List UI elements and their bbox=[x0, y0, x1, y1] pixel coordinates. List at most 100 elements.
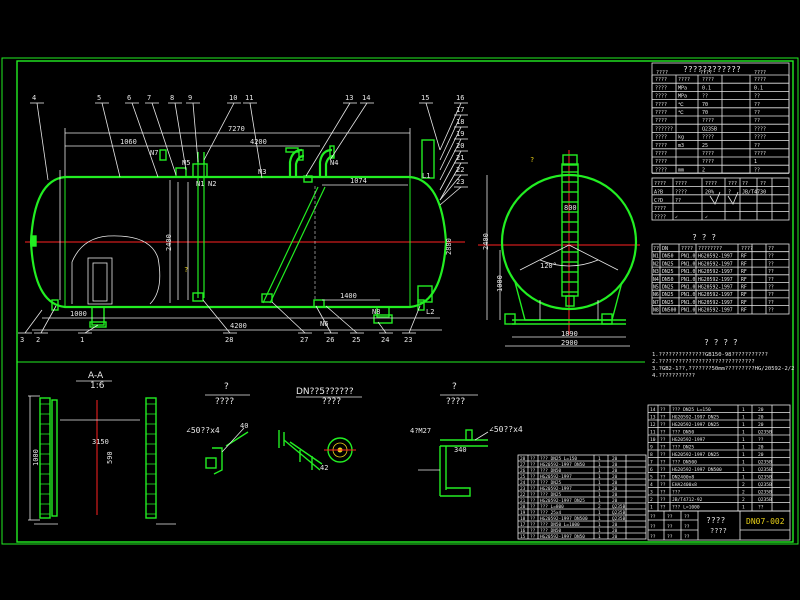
dim-end-width: 1890 bbox=[561, 330, 578, 338]
inner-hidden-lining bbox=[71, 235, 161, 305]
nozzle-header-cell: ???? bbox=[681, 246, 693, 252]
leader-top-line bbox=[439, 162, 462, 201]
detail-3-tag: 4?M27 bbox=[410, 427, 431, 435]
parts-right-cell: ?? bbox=[660, 482, 666, 488]
internal-ladder-rail-a bbox=[262, 186, 319, 304]
parts-bottom-cell: ??? DN25 bbox=[540, 492, 562, 498]
nozzle-cell: N1 bbox=[653, 254, 659, 260]
dim-shell-height: 2400 bbox=[165, 234, 173, 251]
nozzle-cell: N8 bbox=[653, 308, 659, 314]
end-view-shell bbox=[500, 173, 638, 311]
parts-bottom-cell: 16 bbox=[520, 528, 526, 534]
parts-bottom-cell: 20 bbox=[612, 462, 618, 468]
parts-bottom-cell: ?? bbox=[530, 522, 536, 528]
leader-top-line bbox=[439, 186, 462, 206]
parts-bottom-cell: ??? L=800 bbox=[540, 504, 564, 510]
title-block-cell: ?? bbox=[684, 534, 690, 540]
detail-1-view: ? ???? ∠50??x4 40 bbox=[186, 382, 250, 475]
parts-bottom-cell: ??? 25x4 bbox=[540, 510, 562, 516]
parts-right-cell: Q235B bbox=[758, 475, 772, 481]
dim-sec-w: 590 bbox=[106, 451, 114, 464]
inspection-cell: 20% bbox=[705, 189, 714, 195]
title-block-cell: ?? bbox=[650, 534, 656, 540]
parts-bottom-cell: 17 bbox=[520, 522, 526, 528]
parts-right-cell: 1 bbox=[742, 415, 745, 421]
design-cell: 0.1 bbox=[702, 85, 711, 91]
leader-top-10: 10 bbox=[229, 94, 237, 102]
parts-right-cell: ?? bbox=[660, 430, 666, 436]
parts-right-cell: 1 bbox=[742, 460, 745, 466]
nozzle-cell: PN1.0 bbox=[681, 292, 696, 298]
design-cell: ???? bbox=[655, 102, 667, 108]
parts-bottom-cell: HG20592-1997 DN50 bbox=[540, 462, 585, 468]
nozzle-cell: ?? bbox=[768, 269, 774, 275]
nozzle-cell: RF bbox=[741, 308, 747, 314]
parts-bottom-cell: 1 bbox=[598, 456, 601, 462]
parts-right-cell: HG20592-1997 DN25 bbox=[672, 415, 719, 421]
leader-top-line bbox=[36, 102, 49, 181]
leader-top-line bbox=[101, 102, 121, 178]
title-block-cell: ?? bbox=[650, 514, 656, 520]
parts-right-cell: ?? bbox=[660, 452, 666, 458]
nozzle-header-cell: ?? bbox=[768, 246, 774, 252]
leader-bottom-line bbox=[24, 309, 43, 334]
nozzle-cell: PN1.0 bbox=[681, 308, 696, 314]
top-nozzles bbox=[159, 145, 335, 183]
parts-bottom-cell: 20 bbox=[612, 528, 618, 534]
leader-top-13: 13 bbox=[345, 94, 353, 102]
inspection-cell: ???? bbox=[654, 206, 666, 212]
design-cell: ???? bbox=[655, 167, 667, 173]
design-cell: ?????? bbox=[655, 126, 673, 132]
parts-bottom-cell: 1 bbox=[598, 486, 601, 492]
parts-right-cell: 7 bbox=[650, 460, 653, 466]
parts-bottom-cell: HG20592-1997 DN50 bbox=[540, 534, 585, 540]
note-4: 4.??????????? bbox=[652, 373, 695, 379]
parts-bottom-cell: ?? bbox=[530, 456, 536, 462]
nozzle-cell: DN50 bbox=[662, 277, 674, 283]
nozzle-cell: HG20592-1997 bbox=[698, 308, 733, 314]
nozzle-header-cell: ???????? bbox=[698, 246, 722, 252]
parts-bottom-cell: ?? bbox=[530, 498, 536, 504]
mark-n8: N8 bbox=[372, 308, 380, 316]
outer-frame bbox=[1, 57, 799, 545]
parts-right-cell: 10 bbox=[650, 437, 656, 443]
main-elevation-view: 7270 1060 4200 1074 2400 2880 1000 4200 … bbox=[18, 94, 468, 344]
parts-bottom-cell: 20 bbox=[612, 522, 618, 528]
dim-det-w: 340 bbox=[454, 446, 467, 454]
inspection-cell: ✓ bbox=[675, 215, 678, 221]
leader-top-23: 23 bbox=[456, 178, 464, 186]
drawing-number: DN07-002 bbox=[746, 517, 785, 526]
design-cell: ???? bbox=[678, 77, 690, 83]
mark-l1: L1 bbox=[422, 172, 430, 180]
parts-right-cell: ?? bbox=[660, 467, 666, 473]
leader-top-16: 16 bbox=[456, 94, 464, 102]
dim-bottom-c: 1400 bbox=[340, 292, 357, 300]
leader-top-11: 11 bbox=[245, 94, 253, 102]
parts-right-cell: HG20592-1997 bbox=[672, 437, 705, 443]
parts-right-cell: 2 bbox=[742, 497, 745, 503]
design-cell: 25 bbox=[702, 143, 708, 149]
dim-bottom-b: 4200 bbox=[230, 322, 247, 330]
nozzle-header-cell: ?? bbox=[653, 246, 659, 252]
parts-bottom-cell: 23 bbox=[520, 486, 526, 492]
parts-right-cell: ?? bbox=[758, 505, 764, 511]
parts-bottom-cell: 20 bbox=[612, 474, 618, 480]
parts-right-cell: ??? L=1000 bbox=[672, 505, 700, 511]
design-cell: 1 bbox=[754, 159, 757, 165]
design-cell: ?? bbox=[754, 110, 760, 116]
nozzle-cell: ?? bbox=[768, 285, 774, 291]
parts-right-cell: DN2400x8 bbox=[672, 475, 694, 481]
parts-bottom-cell: 1 bbox=[598, 516, 601, 522]
inner-frame bbox=[16, 60, 794, 543]
parts-right-cell: 5 bbox=[650, 475, 653, 481]
nozzle-cell: DN25 bbox=[662, 261, 674, 267]
parts-right-cell: 2 bbox=[742, 482, 745, 488]
parts-right-cell: 8 bbox=[650, 452, 653, 458]
parts-bottom-cell: 26 bbox=[520, 468, 526, 474]
parts-bottom-cell: 20 bbox=[612, 534, 618, 540]
parts-bottom-cell: ?? bbox=[530, 474, 536, 480]
parts-right-cell: JB/T4712-92 bbox=[672, 497, 703, 503]
